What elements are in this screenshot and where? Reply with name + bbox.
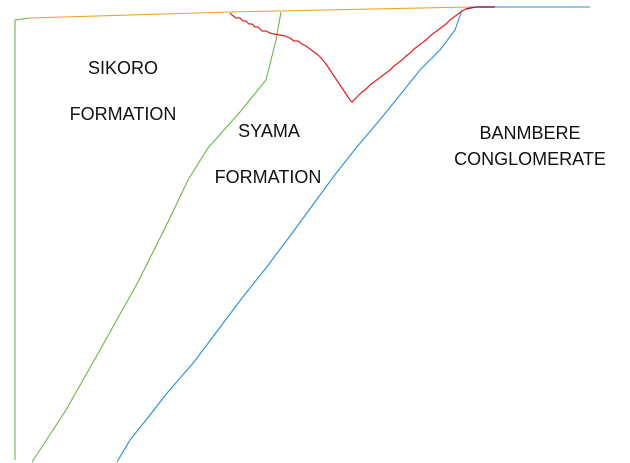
- banmbere-label-line1: BANMBERE: [479, 123, 581, 143]
- syama-label-line1: SYAMA: [238, 121, 300, 141]
- pit-rim-segment: [465, 6, 495, 10]
- open-pit-outline: [229, 7, 471, 103]
- syama-label-line2: FORMATION: [214, 167, 322, 187]
- syama-banmbere-contact: [116, 9, 463, 463]
- sikoro-label-line1: SIKORO: [87, 58, 159, 78]
- sikoro-label-line2: FORMATION: [69, 104, 177, 124]
- sikoro-syama-contact: [31, 11, 282, 463]
- section-left-boundary: [14, 17, 31, 460]
- topography-line: [29, 6, 495, 19]
- banmbere-label-line2: CONGLOMERATE: [454, 149, 606, 169]
